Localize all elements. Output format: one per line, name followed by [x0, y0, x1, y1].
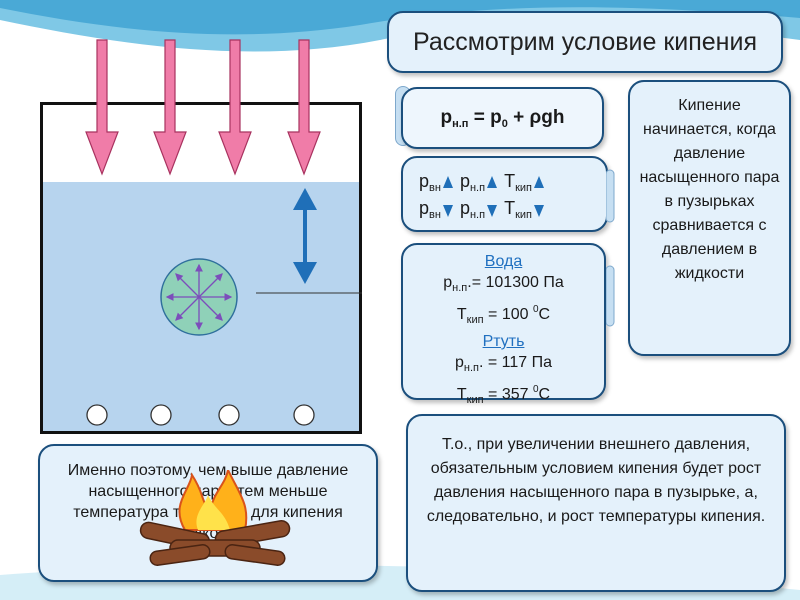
mercury-temperature: Tкип = 357 0С — [456, 384, 551, 406]
depth-double-arrow — [293, 188, 317, 284]
arrow-up-icon — [534, 176, 544, 188]
vapor-bubble — [160, 258, 238, 336]
box-edge-stub — [606, 169, 615, 223]
arrow-up-icon — [487, 176, 498, 188]
water-temperature: Tкип = 100 0С — [456, 304, 551, 326]
arrow-down-icon — [534, 205, 544, 217]
box-edge-stub — [606, 265, 615, 327]
arrow-up-icon — [442, 176, 453, 188]
boiling-condition-note: Кипение начинается, когда давление насыщ… — [628, 80, 791, 356]
formula-text: pн.п = p0 + ρgh — [440, 106, 565, 130]
arrow-down-icon — [487, 205, 498, 217]
campfire-icon — [139, 470, 291, 566]
mercury-link[interactable]: Ртуть — [482, 333, 525, 350]
page-title: Рассмотрим условие кипения — [413, 27, 757, 56]
water-link[interactable]: Вода — [484, 253, 523, 270]
external-pressure-arrows — [85, 39, 321, 176]
formula-box: pн.п = p0 + ρgh — [401, 87, 604, 149]
arrow-down-icon — [442, 205, 453, 217]
relation-row-increase: pвн pн.п Tкип — [419, 171, 546, 194]
mercury-pressure: pн.п. = 117 Па — [454, 354, 553, 374]
conclusion-box: Т.о., при увеличении внешнего давления, … — [406, 414, 786, 592]
substance-values-box: Вода pн.п.= 101300 Па Tкип = 100 0С Ртут… — [401, 243, 606, 406]
title-box: Рассмотрим условие кипения — [387, 11, 783, 73]
relation-box: pвн pн.п Tкип pвн pн.п Tкип — [401, 156, 608, 232]
bottom-bubbles — [86, 404, 315, 426]
relation-row-decrease: pвн pн.п Tкип — [419, 198, 546, 221]
water-pressure: pн.п.= 101300 Па — [443, 274, 564, 294]
